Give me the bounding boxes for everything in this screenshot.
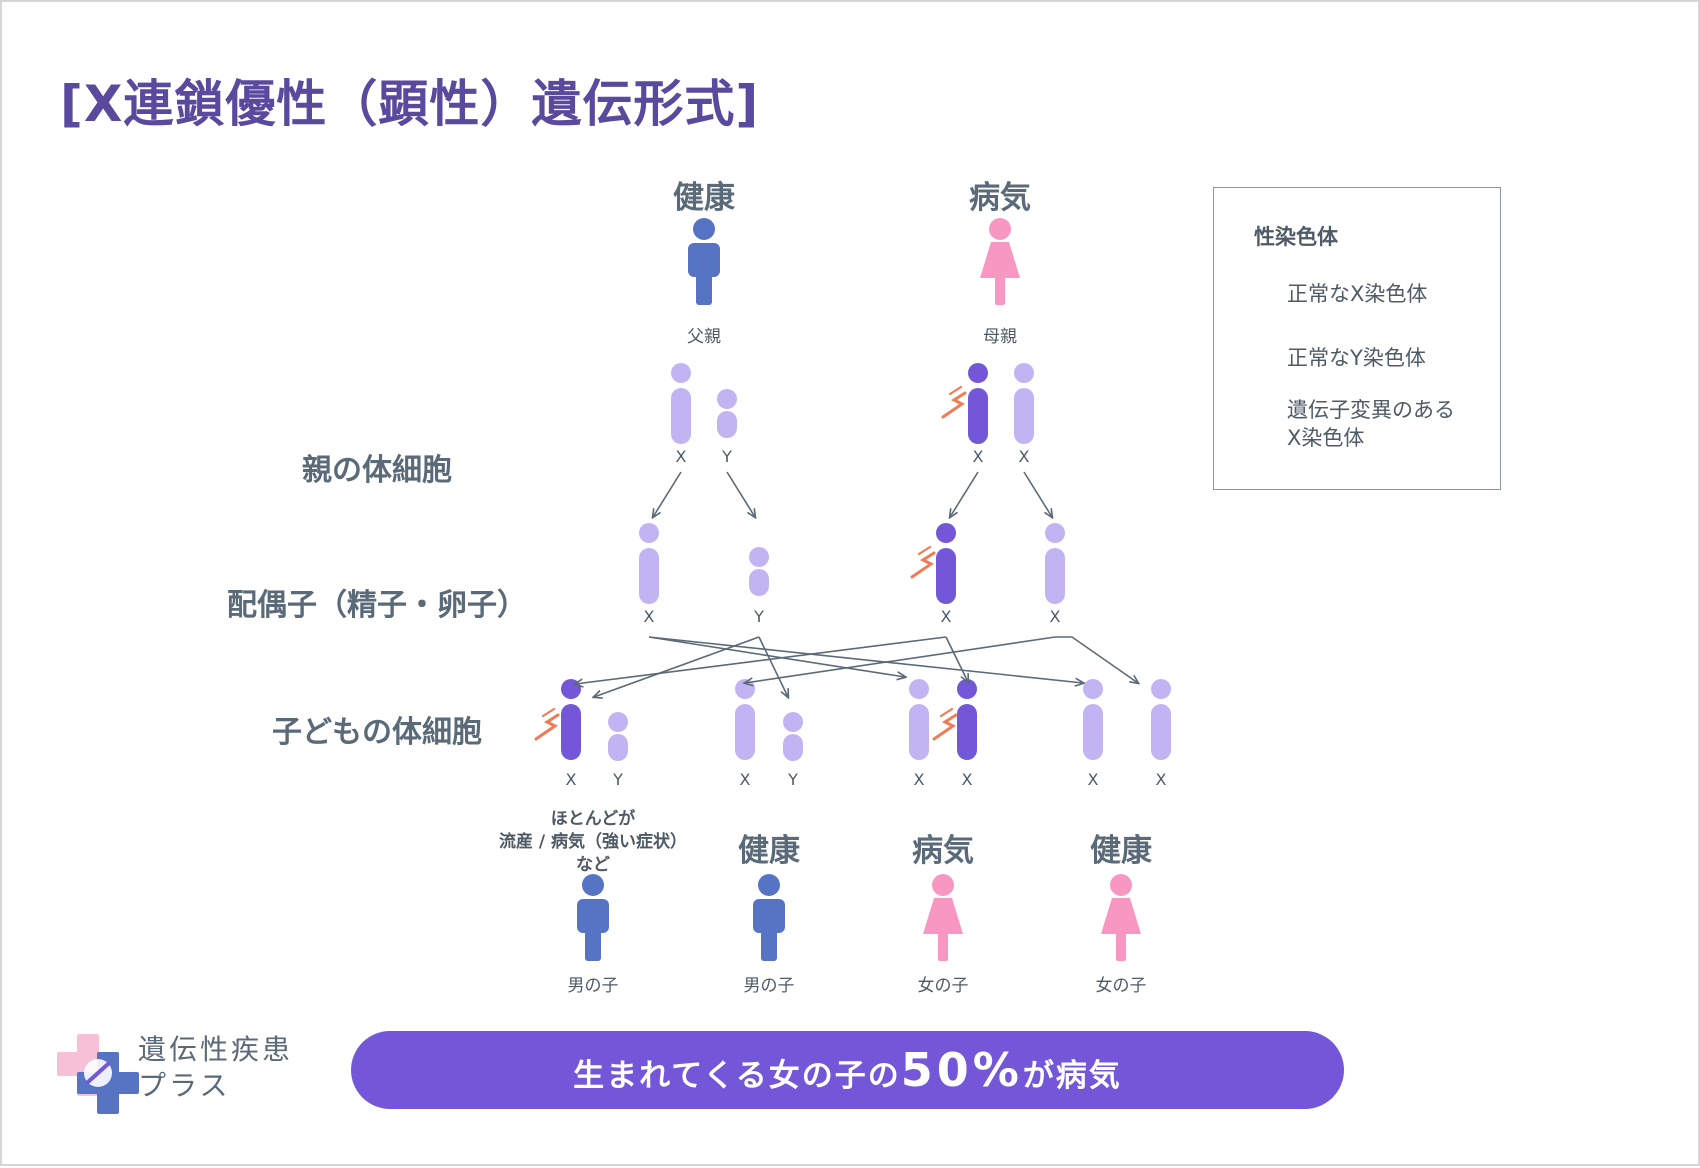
child4-status: 健康 <box>1090 833 1152 869</box>
chromosome-label: X <box>1049 607 1061 626</box>
child4-x1 <box>1083 679 1103 760</box>
legend-mutated-x-label: 遺伝子変異のある X染色体 <box>1287 396 1455 452</box>
row-label-somatic: 親の体細胞 <box>302 453 452 488</box>
gamete-sperm-y <box>749 547 769 596</box>
banner-text-after: が病気 <box>1022 1058 1122 1094</box>
child3-girl-icon <box>923 874 963 961</box>
summary-banner: 生まれてくる女の子の50%が病気 <box>351 1031 1344 1109</box>
banner-text-before: 生まれてくる女の子の <box>573 1058 901 1094</box>
chromosome-label: X <box>972 447 984 466</box>
row-label-gametes: 配偶子（精子・卵子） <box>227 588 527 623</box>
father-status: 健康 <box>673 180 735 216</box>
mother-caption: 母親 <box>983 327 1017 347</box>
gamete-egg-normal-x <box>1045 523 1065 604</box>
father-caption: 父親 <box>687 327 721 347</box>
meiosis-arrows <box>653 471 1052 517</box>
child1-caption: 男の子 <box>567 976 619 996</box>
banner-percentage: 50% <box>900 1043 1023 1097</box>
chromosome-label: X <box>940 607 952 626</box>
mutation-mark-icon <box>910 545 936 579</box>
legend-normal-y-label: 正常なY染色体 <box>1287 346 1426 370</box>
mutation-mark-icon <box>534 707 560 741</box>
legend-title: 性染色体 <box>1254 225 1338 249</box>
chromosome-label: Y <box>613 770 623 789</box>
child1-note-line: など <box>575 855 610 875</box>
fertilization-arrows <box>575 636 1138 697</box>
chromosome-label: X <box>675 447 687 466</box>
chromosome-label: X <box>913 770 925 789</box>
logo-text: 遺伝性疾患 プラス <box>138 1032 293 1104</box>
child3-mutated-x <box>957 679 977 760</box>
child1-y <box>608 712 628 761</box>
child1-note-line: 流産 / 病気（強い症状） <box>498 832 688 852</box>
row-label-children: 子どもの体細胞 <box>272 715 482 750</box>
child1-boy-icon <box>577 874 609 961</box>
child1-note: ほとんどが 流産 / 病気（強い症状） など <box>499 808 687 877</box>
child3-caption: 女の子 <box>917 976 969 996</box>
chromosome-label: X <box>1155 770 1167 789</box>
child1-mutated-x <box>561 679 581 760</box>
page-title: [X連鎖優性（顕性）遺伝形式] <box>60 75 760 133</box>
father-y-chromosome <box>717 389 737 438</box>
chromosome-label: X <box>739 770 751 789</box>
logo-line: 遺伝性疾患 <box>138 1033 294 1066</box>
chromosome-label: X <box>961 770 973 789</box>
mother-normal-x-chromosome <box>1014 363 1034 444</box>
father-x-chromosome <box>671 363 691 444</box>
legend-mutated-x-line: X染色体 <box>1287 426 1365 450</box>
child4-girl-icon <box>1101 874 1141 961</box>
child2-status: 健康 <box>738 833 800 869</box>
child4-x2 <box>1151 679 1171 760</box>
legend-mutated-x-line: 遺伝子変異のある <box>1287 398 1455 422</box>
chromosome-label: Y <box>722 447 732 466</box>
gamete-sperm-x <box>639 523 659 604</box>
logo-line: プラス <box>138 1069 231 1102</box>
child2-x <box>735 679 755 760</box>
father-icon <box>688 218 720 305</box>
mother-icon <box>980 218 1020 305</box>
child2-caption: 男の子 <box>743 976 795 996</box>
chromosome-label: X <box>1018 447 1030 466</box>
mother-status: 病気 <box>969 180 1031 216</box>
chromosome-label: Y <box>754 607 764 626</box>
child3-status: 病気 <box>912 833 974 869</box>
mother-mutated-x-chromosome <box>968 363 988 444</box>
legend-box: 性染色体 正常なX染色体 正常なY染色体 遺伝子変異のある X染色体 <box>1213 187 1501 490</box>
child1-note-line: ほとんどが <box>550 809 636 829</box>
gamete-egg-mutated-x <box>936 523 956 604</box>
mutation-mark-icon <box>932 707 958 741</box>
chromosome-label: X <box>565 770 577 789</box>
child2-y <box>783 712 803 761</box>
mutation-mark-icon <box>941 385 967 419</box>
logo-icon <box>57 1034 139 1114</box>
chromosome-label: Y <box>788 770 798 789</box>
chromosome-label: X <box>1087 770 1099 789</box>
legend-normal-x-label: 正常なX染色体 <box>1287 282 1428 306</box>
child4-caption: 女の子 <box>1095 976 1147 996</box>
child2-boy-icon <box>753 874 785 961</box>
chromosome-label: X <box>643 607 655 626</box>
child3-normal-x <box>909 679 929 760</box>
